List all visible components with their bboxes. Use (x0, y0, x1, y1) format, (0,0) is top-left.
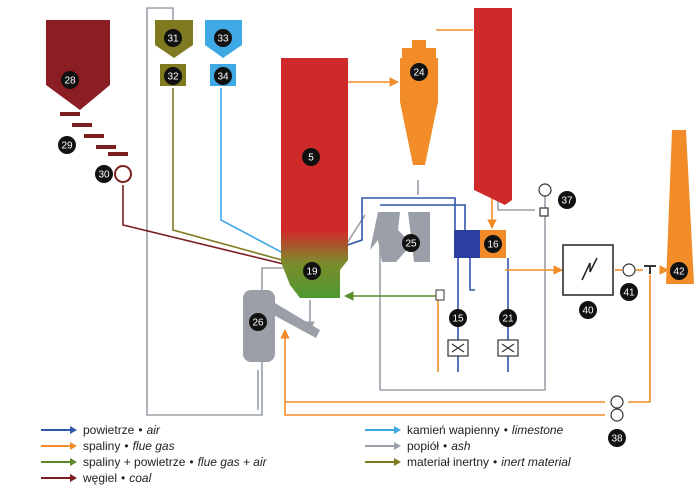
ash-fan (538, 183, 552, 217)
damper (644, 265, 656, 274)
label-badge-42 (670, 262, 688, 280)
legend-separator: • (443, 439, 448, 453)
legend-label-pl: węgiel (83, 471, 118, 485)
label-badge-16 (484, 235, 502, 253)
legend-line (41, 474, 77, 482)
legend-separator: • (138, 423, 143, 437)
recirculation-fans (610, 395, 624, 422)
legend-item-5: popiół•ash (365, 439, 471, 453)
legend-line (41, 426, 77, 434)
legend-line (365, 458, 401, 466)
legend-separator: • (121, 471, 126, 485)
label-badge-41 (620, 283, 638, 301)
legend-label-pl: popiół (407, 439, 440, 453)
label-number-42: 42 (673, 267, 685, 278)
label-number-33: 33 (217, 34, 229, 45)
legend-item-3: węgiel•coal (41, 471, 151, 485)
label-badge-32 (164, 67, 182, 85)
legend-label-pl: materiał inertny (407, 455, 490, 469)
ash-valve (435, 289, 445, 301)
legend-line (365, 442, 401, 450)
label-number-15: 15 (452, 314, 464, 325)
label-badge-33 (214, 29, 232, 47)
legend-label-en: flue gas + air (197, 455, 267, 469)
legend-separator: • (503, 423, 508, 437)
label-number-28: 28 (64, 76, 76, 87)
legend-label-pl: spaliny + powietrze (83, 455, 186, 469)
legend-line (41, 442, 77, 450)
label-number-32: 32 (167, 72, 179, 83)
legend-item-1: spaliny•flue gas (41, 439, 175, 453)
label-badge-19 (303, 262, 321, 280)
label-badge-15 (449, 309, 467, 327)
rotary-valve (114, 165, 132, 183)
coal-feeder-steps (60, 112, 128, 156)
legend-separator: • (124, 439, 129, 453)
label-badge-28 (61, 71, 79, 89)
label-badge-26 (249, 313, 267, 331)
label-number-19: 19 (306, 267, 318, 278)
chimney (666, 130, 694, 284)
label-number-40: 40 (582, 306, 594, 317)
furnace (281, 58, 348, 298)
label-badge-38 (608, 429, 626, 447)
back-pass (474, 8, 512, 205)
legend-label-en: ash (451, 439, 471, 453)
label-number-24: 24 (413, 68, 425, 79)
label-number-31: 31 (167, 34, 179, 45)
legend-label-en: flue gas (132, 439, 175, 453)
air-heater-blue (454, 230, 480, 258)
legend-label-en: coal (129, 471, 152, 485)
label-badge-24 (410, 63, 428, 81)
label-badge-40 (579, 301, 597, 319)
label-badge-31 (164, 29, 182, 47)
legend-line (41, 458, 77, 466)
legend-label-en: air (146, 423, 160, 437)
legend-label-pl: powietrze (83, 423, 135, 437)
id-fan (622, 263, 636, 277)
label-number-34: 34 (217, 72, 229, 83)
label-number-5: 5 (308, 153, 314, 164)
legend-item-0: powietrze•air (41, 423, 160, 437)
label-badge-25 (402, 234, 420, 252)
legend-separator: • (189, 455, 194, 469)
legend-line (365, 426, 401, 434)
fluid-bed-heat-exchanger (370, 212, 430, 262)
label-badge-34 (214, 67, 232, 85)
legend-label-en: inert material (501, 455, 571, 469)
label-number-16: 16 (487, 240, 499, 251)
precipitator (562, 244, 614, 296)
legend-item-6: materiał inertny•inert material (365, 455, 571, 469)
label-number-37: 37 (561, 196, 573, 207)
label-number-38: 38 (611, 434, 623, 445)
legend-label-pl: spaliny (83, 439, 121, 453)
legend-item-4: kamień wapienny•limestone (365, 423, 563, 437)
label-badge-21 (499, 309, 517, 327)
label-number-41: 41 (623, 288, 635, 299)
label-badge-29 (58, 136, 76, 154)
cyclone (400, 40, 438, 165)
label-number-25: 25 (405, 239, 417, 250)
label-badge-5 (302, 148, 320, 166)
legend-label-pl: kamień wapienny (407, 423, 500, 437)
legend-separator: • (493, 455, 498, 469)
label-number-30: 30 (98, 170, 110, 181)
label-number-29: 29 (61, 141, 73, 152)
label-number-26: 26 (252, 318, 264, 329)
label-badge-30 (95, 165, 113, 183)
legend-item-2: spaliny + powietrze•flue gas + air (41, 455, 267, 469)
precipitator-symbol (581, 257, 598, 281)
label-badge-37 (558, 191, 576, 209)
coal-bunker (46, 20, 110, 110)
label-number-21: 21 (502, 314, 514, 325)
legend-label-en: limestone (511, 423, 564, 437)
